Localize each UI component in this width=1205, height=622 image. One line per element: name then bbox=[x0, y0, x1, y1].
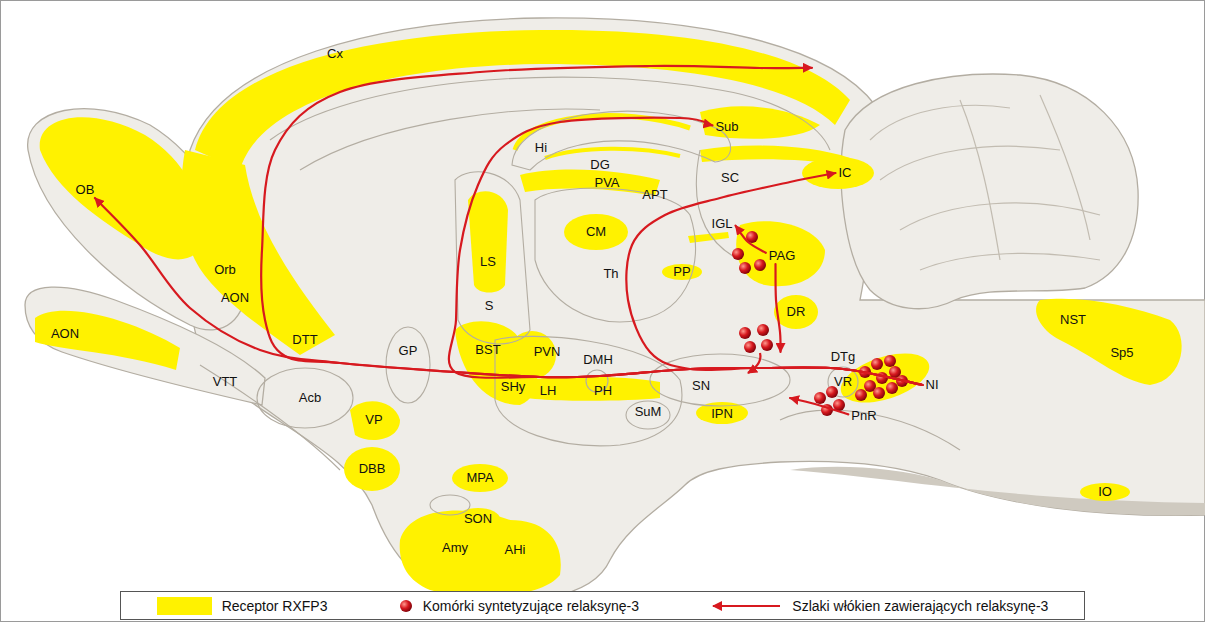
legend-box: Receptor RXFP3 Komórki syntetyzujące rela… bbox=[120, 591, 1085, 620]
fiber-pathway-arrow bbox=[736, 226, 766, 253]
region-label: IPN bbox=[711, 407, 733, 421]
region-label: Amy bbox=[442, 541, 468, 555]
region-label: Orb bbox=[214, 263, 236, 277]
region-label: DR bbox=[787, 305, 806, 319]
region-label: IGL bbox=[709, 216, 736, 232]
region-label: OB bbox=[73, 182, 98, 198]
legend-item: Receptor RXFP3 bbox=[157, 597, 328, 615]
rxfp3-regions bbox=[35, 30, 1182, 596]
region-label: DTT bbox=[292, 333, 317, 347]
region-label: IO bbox=[1098, 485, 1112, 499]
region-label: MPA bbox=[466, 471, 493, 485]
fiber-pathway-arrow bbox=[95, 198, 923, 385]
region-node: Sub bbox=[712, 119, 741, 135]
region-label: Th bbox=[603, 267, 618, 281]
region-label: SC bbox=[721, 171, 739, 185]
region-node: Cx bbox=[322, 44, 812, 72]
region-label: DTg bbox=[831, 350, 856, 364]
fiber-pathway-arrow bbox=[449, 118, 923, 385]
region-node: OB bbox=[73, 182, 98, 198]
region-label: Sub bbox=[712, 119, 741, 135]
region-label: DMH bbox=[583, 353, 613, 367]
fiber-pathway-arrow bbox=[261, 66, 922, 385]
fiber-pathway-arrow bbox=[626, 173, 922, 385]
cerebellum-folia bbox=[870, 95, 1100, 270]
region-label: VP bbox=[365, 413, 382, 427]
region-label: LS bbox=[480, 255, 496, 269]
region-label: IC bbox=[836, 165, 855, 181]
region-label: AON bbox=[221, 291, 249, 305]
legend-cell-dot bbox=[399, 599, 413, 613]
relaxin-3-cells bbox=[732, 231, 908, 416]
region-label: NST bbox=[1060, 313, 1086, 327]
region-label: Sp5 bbox=[1110, 346, 1133, 360]
legend-arrow bbox=[710, 600, 782, 612]
legend-item: Szlaki włókien zawierających relaksynę-3 bbox=[710, 598, 1048, 614]
region-label: DG bbox=[590, 158, 610, 172]
region-label: CM bbox=[586, 225, 606, 239]
brainstem-base bbox=[790, 467, 1205, 516]
region-label: S bbox=[485, 299, 494, 313]
region-label: SON bbox=[464, 512, 492, 526]
region-label: LH bbox=[540, 384, 557, 398]
fiber-pathway-arrow bbox=[776, 264, 781, 352]
region-label: DBB bbox=[359, 462, 386, 476]
region-outlines bbox=[200, 77, 960, 515]
region-label: PP bbox=[673, 265, 690, 279]
region-node: PAG bbox=[766, 248, 799, 264]
brain-outline bbox=[25, 18, 1205, 601]
region-label: VTT bbox=[213, 375, 238, 389]
region-node: IGL bbox=[709, 216, 736, 232]
region-label: APT bbox=[642, 188, 667, 202]
region-label: SHy bbox=[501, 380, 526, 394]
region-node: NI bbox=[923, 377, 942, 393]
region-label: SuM bbox=[635, 405, 662, 419]
region-label: PVN bbox=[534, 345, 561, 359]
short-fiber-arrow bbox=[748, 353, 760, 373]
region-label: NI bbox=[923, 377, 942, 393]
region-label: AHi bbox=[505, 543, 526, 557]
region-label: Acb bbox=[299, 391, 321, 405]
region-label: GP bbox=[399, 344, 418, 358]
legend-item: Komórki syntetyzujące relaksynę-3 bbox=[399, 598, 639, 614]
region-node: IC bbox=[836, 165, 855, 181]
legend-text: Receptor RXFP3 bbox=[222, 598, 328, 614]
hippocampus-band bbox=[515, 116, 690, 158]
region-label: SN bbox=[692, 379, 710, 393]
fiber-pathway-arrow bbox=[790, 398, 848, 414]
region-label: Cx bbox=[327, 47, 343, 61]
region-label: BST bbox=[475, 343, 500, 357]
region-label: AON bbox=[51, 327, 79, 341]
region-label: Hi bbox=[535, 141, 547, 155]
region-node: SN bbox=[655, 352, 790, 402]
legend-swatch bbox=[157, 597, 212, 615]
region-label: PVA bbox=[594, 176, 619, 190]
region-label: PnR bbox=[848, 408, 879, 424]
legend-text: Szlaki włókien zawierających relaksynę-3 bbox=[792, 598, 1048, 614]
region-label: PAG bbox=[766, 248, 799, 264]
region-node: PnR bbox=[848, 408, 879, 424]
legend-text: Komórki syntetyzujące relaksynę-3 bbox=[423, 598, 639, 614]
region-label: VR bbox=[834, 375, 852, 389]
region-label: PH bbox=[594, 384, 612, 398]
